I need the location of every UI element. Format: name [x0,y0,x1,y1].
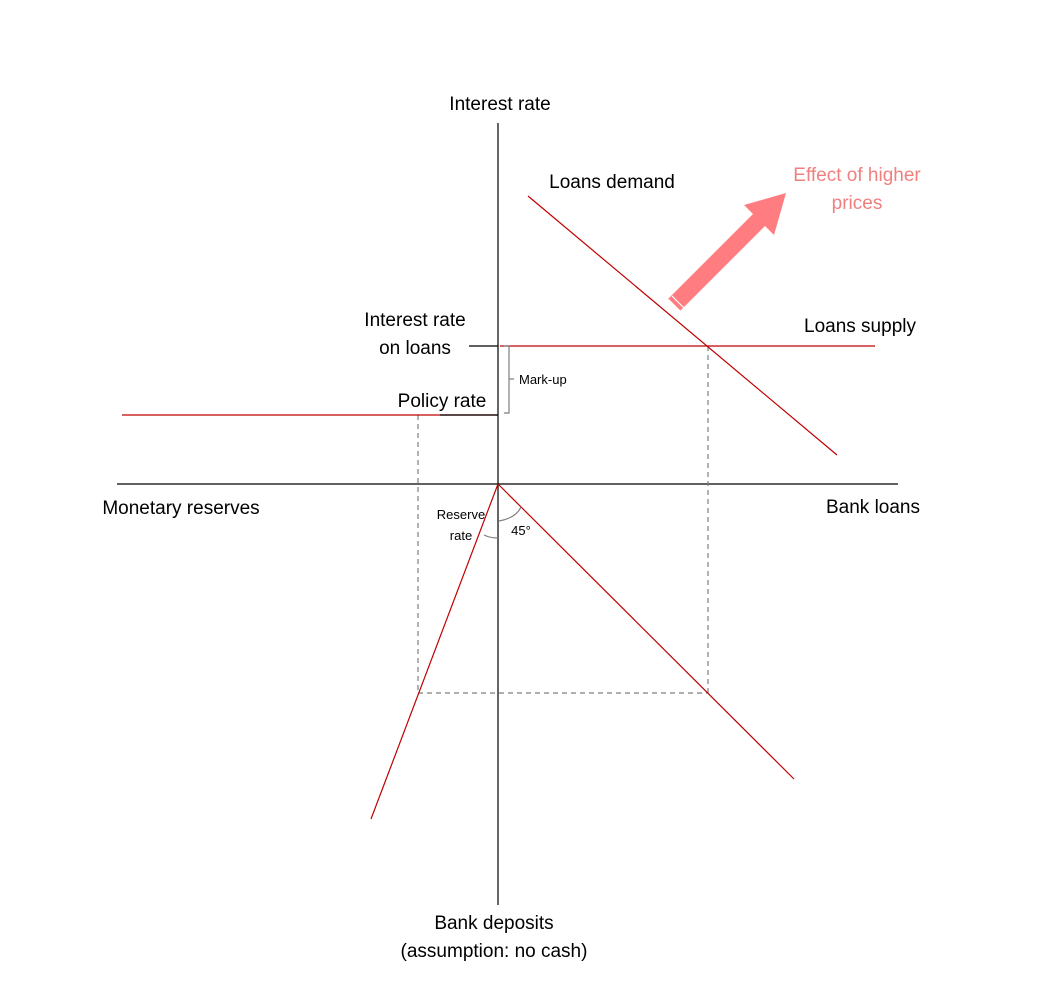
effect-arrow-stripe-1 [668,299,681,312]
reserve-rate-label-2: rate [450,528,472,543]
loans-demand-curve [527,195,838,456]
reserve-rate-line [370,483,499,820]
angle-45-arc [498,506,522,522]
reserve-rate-arc [483,534,499,539]
bank-deposits-axis-label: Bank deposits [434,913,553,934]
effect-arrow-shape [668,193,786,311]
effect-of-higher-prices-label: Effect of higher [793,165,921,186]
thick-arrow-up-right-icon [668,193,786,312]
angle-45-label: 45° [511,523,531,538]
effect-of-higher-prices-label-2: prices [832,193,883,214]
mark-up-label: Mark-up [519,372,567,387]
policy-rate-label: Policy rate [398,391,487,412]
monetary-reserves-axis-label: Monetary reserves [102,498,259,519]
bank-deposits-assumption-label: (assumption: no cash) [401,941,588,962]
bank-loans-axis-label: Bank loans [826,497,920,518]
reserve-rate-label: Reserve [437,507,485,522]
mark-up-bracket [504,345,514,414]
loans-supply-label: Loans supply [804,316,916,337]
interest-rate-on-loans-label-2: on loans [379,338,451,359]
interest-rate-axis-label: Interest rate [449,94,550,115]
loans-demand-label: Loans demand [549,172,675,193]
forty-five-degree-line [497,483,795,780]
interest-rate-on-loans-label: Interest rate [364,310,465,331]
effect-arrow-stripe-2 [671,295,685,309]
